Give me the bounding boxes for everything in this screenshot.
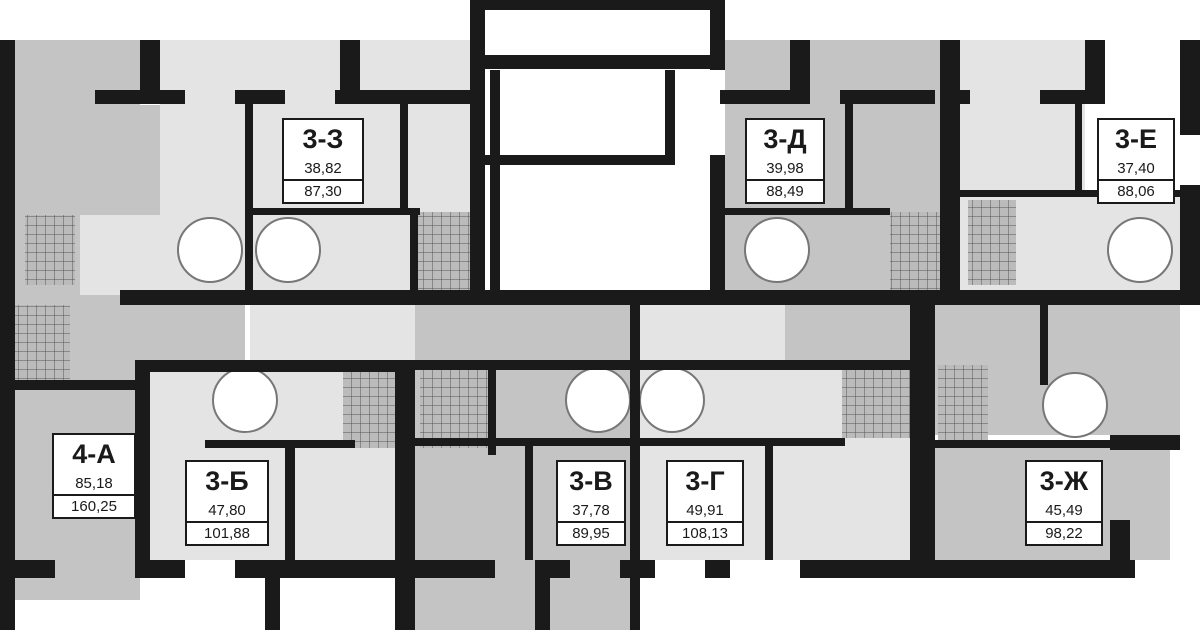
unit-total-area: 108,13: [682, 525, 728, 542]
unit-total-area: 101,88: [204, 525, 250, 542]
unit-id: 3-Г: [685, 466, 725, 496]
bathroom-tiles: [15, 200, 1016, 448]
unit-id: 3-Е: [1114, 124, 1158, 154]
unit-living-area: 38,82: [284, 158, 362, 181]
unit-total-area: 88,49: [766, 183, 804, 200]
unit-label-3-z[interactable]: 3-З 38,82 87,30: [282, 118, 364, 204]
unit-living-area: 39,98: [747, 158, 823, 181]
unit-id: 3-Б: [205, 466, 249, 496]
unit-label-3-e[interactable]: 3-Е 37,40 88,06: [1097, 118, 1175, 204]
unit-living-area: 85,18: [54, 473, 134, 496]
unit-label-3-v[interactable]: 3-В 37,78 89,95: [556, 460, 626, 546]
unit-id: 3-Ж: [1039, 466, 1089, 496]
unit-id: 3-Д: [763, 124, 807, 154]
unit-total-area: 88,06: [1117, 183, 1155, 200]
unit-living-area: 49,91: [668, 500, 742, 523]
unit-id: 3-З: [302, 124, 344, 154]
unit-label-3-zh[interactable]: 3-Ж 45,49 98,22: [1025, 460, 1103, 546]
unit-living-area: 47,80: [187, 500, 267, 523]
unit-label-4-a[interactable]: 4-А 85,18 160,25: [52, 433, 136, 519]
spiral-stairs: [177, 217, 1173, 438]
unit-living-area: 45,49: [1027, 500, 1101, 523]
unit-total-area: 87,30: [304, 183, 342, 200]
unit-total-area: 89,95: [572, 525, 610, 542]
unit-label-3-d[interactable]: 3-Д 39,98 88,49: [745, 118, 825, 204]
unit-id: 3-В: [569, 466, 613, 496]
unit-label-3-b[interactable]: 3-Б 47,80 101,88: [185, 460, 269, 546]
unit-living-area: 37,40: [1099, 158, 1173, 181]
unit-id: 4-А: [72, 439, 116, 469]
unit-total-area: 98,22: [1045, 525, 1083, 542]
unit-label-3-g[interactable]: 3-Г 49,91 108,13: [666, 460, 744, 546]
unit-living-area: 37,78: [558, 500, 624, 523]
unit-total-area: 160,25: [71, 498, 117, 515]
